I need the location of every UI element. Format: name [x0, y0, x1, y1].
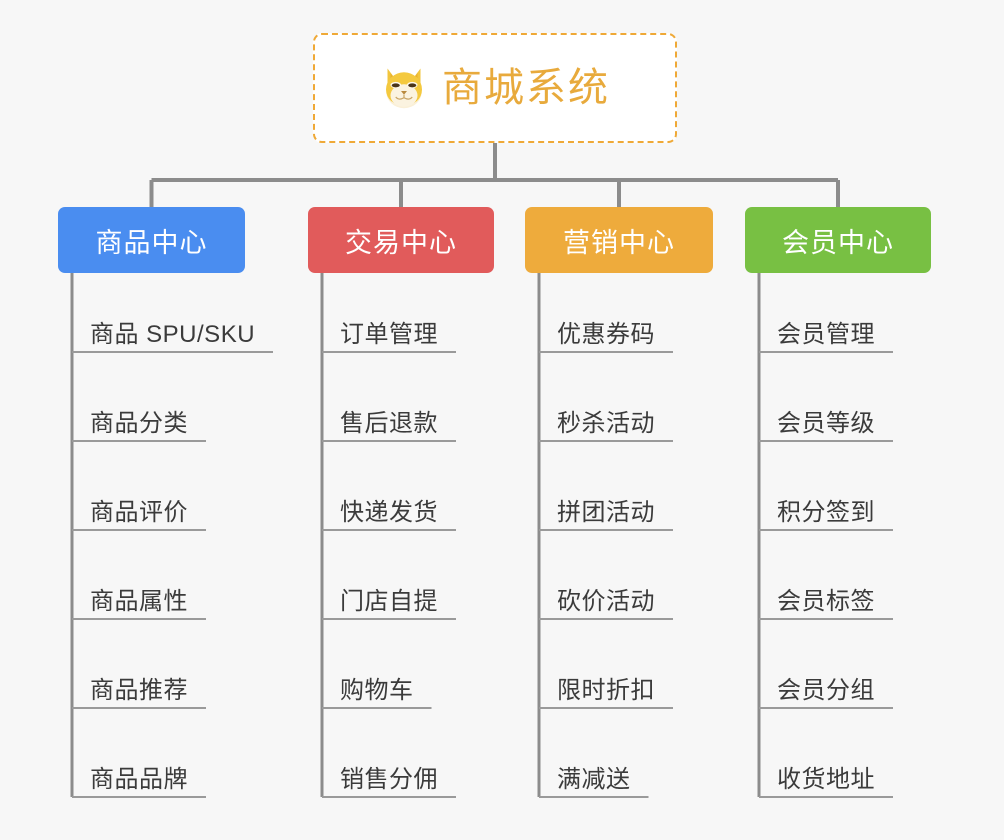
leaf-item-label: 秒杀活动	[557, 409, 655, 437]
category-box-1[interactable]: 商品中心	[58, 207, 245, 273]
leaf-item-label: 商品属性	[90, 587, 188, 615]
leaf-item[interactable]: 售后退款	[322, 397, 456, 441]
leaf-item[interactable]: 会员管理	[759, 308, 893, 352]
leaf-item-label: 会员分组	[777, 676, 875, 704]
leaf-item[interactable]: 满减送	[539, 753, 649, 797]
leaf-item[interactable]: 商品属性	[72, 575, 206, 619]
leaf-item-label: 销售分佣	[340, 765, 438, 793]
leaf-item[interactable]: 快递发货	[322, 486, 456, 530]
leaf-item-label: 售后退款	[340, 409, 438, 437]
leaf-item[interactable]: 销售分佣	[322, 753, 456, 797]
leaf-item-label: 砍价活动	[557, 587, 655, 615]
category-box-2[interactable]: 交易中心	[308, 207, 494, 273]
leaf-item-label: 满减送	[557, 765, 631, 793]
leaf-item[interactable]: 门店自提	[322, 575, 456, 619]
leaf-item-label: 快递发货	[340, 498, 438, 526]
category-label: 商品中心	[95, 227, 208, 258]
leaf-item[interactable]: 商品评价	[72, 486, 206, 530]
category-box-3[interactable]: 营销中心	[525, 207, 713, 273]
leaf-item-label: 会员标签	[777, 587, 875, 615]
leaf-item[interactable]: 拼团活动	[539, 486, 673, 530]
leaf-item-label: 商品品牌	[90, 765, 188, 793]
leaf-item[interactable]: 砍价活动	[539, 575, 673, 619]
leaf-item-label: 商品推荐	[90, 676, 188, 704]
category-box-4[interactable]: 会员中心	[745, 207, 931, 273]
category-label: 交易中心	[345, 227, 457, 258]
leaf-item[interactable]: 收货地址	[759, 753, 893, 797]
leaf-item-label: 会员等级	[777, 409, 875, 437]
leaf-item-label: 拼团活动	[557, 498, 655, 526]
leaf-item[interactable]: 购物车	[322, 664, 432, 708]
category-label: 会员中心	[782, 227, 894, 258]
leaf-item-label: 商品 SPU/SKU	[90, 320, 256, 348]
leaf-item[interactable]: 订单管理	[322, 308, 456, 352]
leaf-item[interactable]: 会员分组	[759, 664, 893, 708]
leaf-item[interactable]: 商品推荐	[72, 664, 206, 708]
leaf-item-label: 商品分类	[90, 409, 188, 437]
category-label: 营销中心	[563, 227, 675, 258]
leaf-item-label: 会员管理	[777, 320, 875, 348]
root-node[interactable]: 商城系统	[313, 33, 677, 143]
leaf-item[interactable]: 优惠券码	[539, 308, 673, 352]
root-title: 商城系统	[442, 66, 610, 110]
leaf-item-label: 购物车	[340, 676, 414, 704]
leaf-item[interactable]: 商品品牌	[72, 753, 206, 797]
leaf-item-label: 订单管理	[340, 320, 438, 348]
leaf-item[interactable]: 秒杀活动	[539, 397, 673, 441]
shiba-dog-icon	[386, 68, 422, 109]
leaf-item[interactable]: 限时折扣	[539, 664, 673, 708]
leaf-item-label: 优惠券码	[557, 320, 655, 348]
leaf-item[interactable]: 商品 SPU/SKU	[72, 308, 273, 352]
leaf-item[interactable]: 积分签到	[759, 486, 893, 530]
leaf-item-label: 限时折扣	[557, 676, 655, 704]
leaf-item-label: 收货地址	[777, 765, 875, 793]
leaf-item-label: 商品评价	[90, 498, 188, 526]
leaf-item[interactable]: 会员标签	[759, 575, 893, 619]
leaf-item-label: 积分签到	[777, 498, 875, 526]
leaf-item-label: 门店自提	[340, 587, 438, 615]
leaf-item[interactable]: 会员等级	[759, 397, 893, 441]
leaf-item[interactable]: 商品分类	[72, 397, 206, 441]
